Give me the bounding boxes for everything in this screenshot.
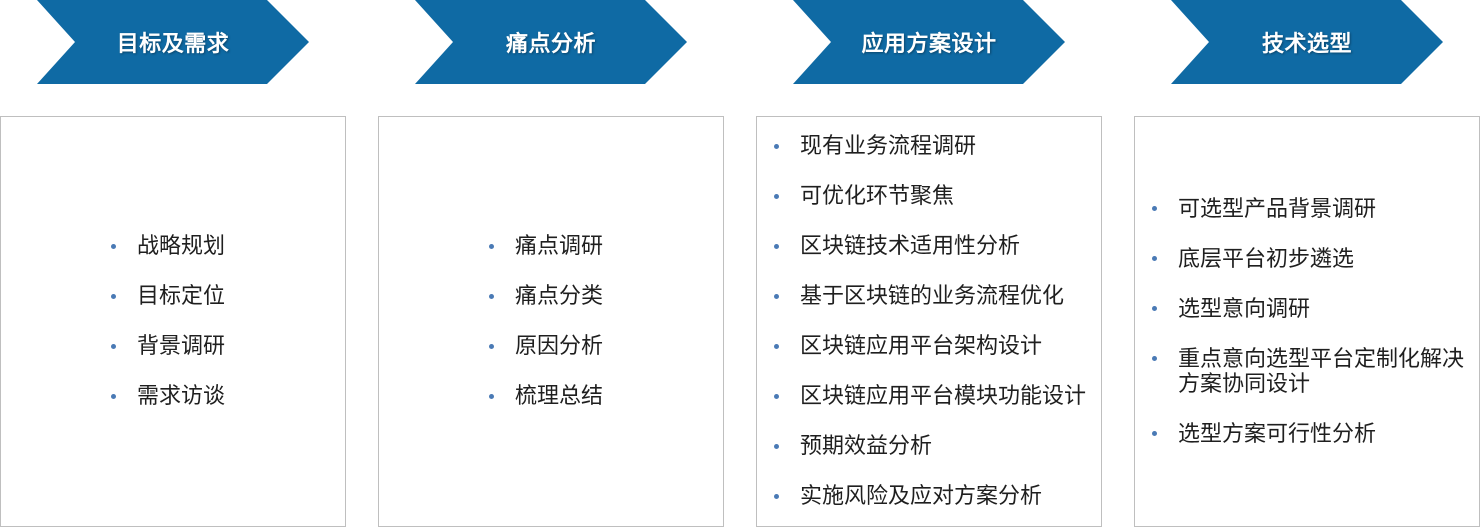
list-item: 区块链技术适用性分析	[774, 222, 1101, 272]
stage-title: 目标及需求	[116, 32, 230, 57]
list-item: 底层平台初步遴选	[1152, 234, 1479, 284]
bullet-icon	[1152, 306, 1157, 311]
stage-item-list: 痛点调研 痛点分类 原因分析 梳理总结	[379, 222, 723, 422]
stage-title: 应用方案设计	[861, 32, 997, 57]
bullet-icon	[774, 193, 779, 199]
bullet-icon	[774, 443, 779, 449]
list-item: 区块链应用平台模块功能设计	[774, 372, 1101, 422]
list-item: 痛点调研	[489, 222, 723, 272]
bullet-icon	[489, 393, 494, 399]
list-item: 梳理总结	[489, 372, 723, 422]
bullet-icon	[489, 243, 494, 249]
list-item: 实施风险及应对方案分析	[774, 472, 1101, 522]
stage-content-box: 痛点调研 痛点分类 原因分析 梳理总结	[378, 116, 724, 527]
stage-column-tech-selection: 技术选型 可选型产品背景调研 底层平台初步遴选 选型意向调研 重点意向选型平台定…	[1134, 0, 1480, 527]
bullet-icon	[111, 243, 116, 249]
stage-column-goals: 目标及需求 战略规划 目标定位 背景调研 需求访谈	[0, 0, 346, 527]
stage-chevron: 目标及需求	[37, 0, 309, 84]
bullet-icon	[1152, 206, 1157, 211]
bullet-icon	[1152, 356, 1157, 361]
stage-content-box: 战略规划 目标定位 背景调研 需求访谈	[0, 116, 346, 527]
stage-content-box: 现有业务流程调研 可优化环节聚焦 区块链技术适用性分析 基于区块链的业务流程优化…	[756, 116, 1102, 527]
bullet-icon	[111, 293, 116, 299]
bullet-icon	[111, 343, 116, 349]
stage-item-list: 战略规划 目标定位 背景调研 需求访谈	[1, 222, 345, 422]
list-item: 背景调研	[111, 322, 345, 372]
stage-column-solution-design: 应用方案设计 现有业务流程调研 可优化环节聚焦 区块链技术适用性分析 基于区块链…	[756, 0, 1102, 527]
stage-title: 技术选型	[1261, 32, 1352, 57]
list-item: 目标定位	[111, 272, 345, 322]
list-item: 预期效益分析	[774, 422, 1101, 472]
bullet-icon	[774, 343, 779, 349]
bullet-icon	[111, 393, 116, 399]
bullet-icon	[489, 293, 494, 299]
stage-chevron: 技术选型	[1171, 0, 1443, 84]
stage-column-pain-points: 痛点分析 痛点调研 痛点分类 原因分析 梳理总结	[378, 0, 724, 527]
bullet-icon	[774, 493, 779, 499]
stage-item-list: 可选型产品背景调研 底层平台初步遴选 选型意向调研 重点意向选型平台定制化解决方…	[1135, 184, 1479, 459]
stage-chevron: 痛点分析	[415, 0, 687, 84]
list-item: 基于区块链的业务流程优化	[774, 272, 1101, 322]
chevron-arrow-shape	[37, 0, 309, 84]
list-item: 重点意向选型平台定制化解决方案协同设计	[1152, 334, 1479, 409]
bullet-icon	[1152, 256, 1157, 261]
bullet-icon	[489, 343, 494, 349]
bullet-icon	[1152, 431, 1157, 436]
stage-content-box: 可选型产品背景调研 底层平台初步遴选 选型意向调研 重点意向选型平台定制化解决方…	[1134, 116, 1480, 527]
list-item: 现有业务流程调研	[774, 122, 1101, 172]
stage-item-list: 现有业务流程调研 可优化环节聚焦 区块链技术适用性分析 基于区块链的业务流程优化…	[757, 122, 1101, 522]
bullet-icon	[774, 143, 779, 149]
list-item: 需求访谈	[111, 372, 345, 422]
list-item: 原因分析	[489, 322, 723, 372]
bullet-icon	[774, 293, 779, 299]
list-item: 选型方案可行性分析	[1152, 409, 1479, 459]
chevron-arrow-shape	[415, 0, 687, 84]
chevron-arrow-shape	[1171, 0, 1443, 84]
stage-title: 痛点分析	[505, 32, 596, 57]
bullet-icon	[774, 243, 779, 249]
chevron-arrow-shape	[793, 0, 1065, 84]
list-item: 可选型产品背景调研	[1152, 184, 1479, 234]
bullet-icon	[774, 393, 779, 399]
list-item: 战略规划	[111, 222, 345, 272]
list-item: 痛点分类	[489, 272, 723, 322]
list-item: 区块链应用平台架构设计	[774, 322, 1101, 372]
list-item: 选型意向调研	[1152, 284, 1479, 334]
stage-chevron: 应用方案设计	[793, 0, 1065, 84]
list-item: 可优化环节聚焦	[774, 172, 1101, 222]
